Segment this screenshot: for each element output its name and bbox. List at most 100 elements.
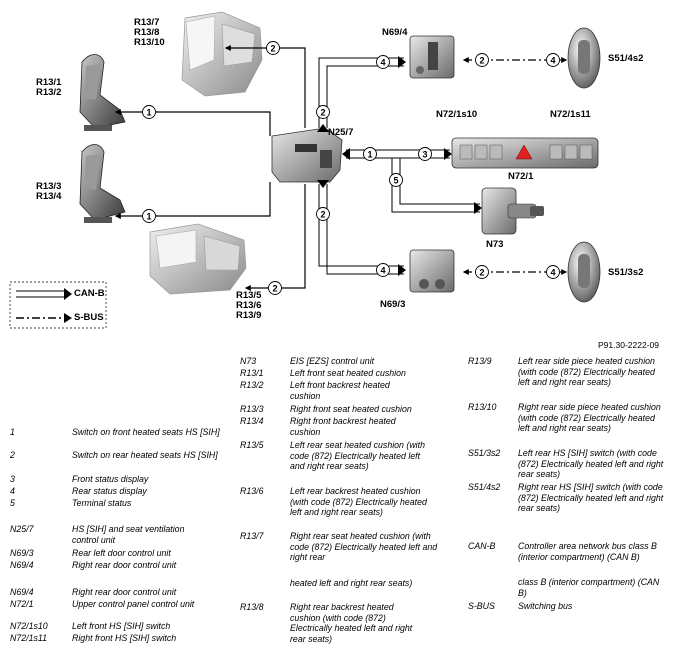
circle-num: 2 [479,56,484,66]
circle-num: 2 [320,210,325,220]
circle-num: 4 [380,266,385,276]
legend-desc: Left rear side piece heated cushion (wit… [518,356,655,387]
circle-num: 5 [393,176,398,186]
legend-key: N72/1s11 [10,633,48,643]
front-seat-top-image [79,54,126,131]
legend-desc: Right rear seat heated cushion (with cod… [290,531,438,562]
legend-key: N69/4 [10,560,34,570]
circle-num: 1 [146,108,151,118]
legend-key: S51/3s2 [468,448,501,458]
label-n25-7: N25/7 [328,127,354,138]
legend-key: R13/7 [240,531,264,541]
circle-num: 3 [422,150,427,160]
circle-num: 2 [272,284,277,294]
legend-desc: Upper control panel control unit [72,599,195,609]
legend-desc: Rear status display [72,486,147,496]
legend-desc: Right front seat heated cushion [290,404,412,414]
n69-4-door-unit-image [409,35,455,79]
figure-reference: P91.30-2222-09 [598,340,659,350]
circle-num: 1 [367,150,372,160]
rear-seat-bottom-image [149,223,247,295]
legend-desc: Left front seat heated cushion [290,368,406,378]
legend-key: N69/4 [10,587,34,597]
wiring-diagram: 2 1 1 2 4 2 2 4 1 3 5 2 4 2 4 [9,11,601,329]
label-n72-1s11: N72/1s11 [550,109,591,120]
legend-key: R13/10 [468,402,497,412]
legend-desc: Front status display [72,474,149,484]
legend-key: R13/6 [240,486,264,496]
legend-desc: HS [SIH] and seat ventilation control un… [72,524,185,545]
circle-num: 2 [270,44,275,54]
legend-desc: EIS [EZS] control unit [290,356,375,366]
legend-desc: heated left and right rear seats) [290,578,413,588]
legend-desc: Left front HS [SIH] switch [72,621,171,631]
label-n72-1: N72/1 [508,171,534,182]
label-n69-3: N69/3 [380,299,406,310]
n72-1-upper-control-panel-image [451,137,599,169]
legend-key: N73 [240,356,257,366]
legend-key: R13/4 [240,416,264,426]
circle-num: 4 [550,56,555,66]
legend-desc: Left rear HS [SIH] switch (with code (87… [518,448,664,479]
n25-7-control-unit-image [271,127,343,183]
legend-key: 3 [10,474,15,484]
wiring-lines [114,45,306,291]
label-r13-5-6-9: R13/5 R13/6 R13/9 [236,290,262,321]
circle-num: 4 [550,268,555,278]
legend-key: 1 [10,427,15,437]
legend-desc: Right front backrest heated cushion [290,416,396,437]
s51-3s2-switch-image [567,241,601,303]
legend-key: R13/5 [240,440,264,450]
legend-desc: Right front HS [SIH] switch [72,633,177,643]
legend-key: R13/3 [240,404,264,414]
legend-desc: Terminal status [72,498,132,508]
legend-key: S-BUS [468,601,495,611]
rear-seat-top-image [181,11,263,97]
legend-desc: Switching bus [518,601,573,611]
legend-can-b: CAN-B [74,288,105,299]
legend-key: R13/1 [240,368,264,378]
label-s51-3s2: S51/3s2 [608,267,644,278]
legend-key: N72/1s10 [10,621,48,631]
circle-num: 1 [146,212,151,222]
legend-key: R13/2 [240,380,264,390]
legend-desc: Left rear backrest heated cushion (with … [290,486,427,517]
legend-desc: Switch on rear heated seats HS [SIH] [72,450,218,460]
circle-num: 4 [380,58,385,68]
label-n73: N73 [486,239,504,250]
legend-desc: Controller area network bus class B (int… [518,541,657,562]
legend-desc: class B (interior compartment) (CAN B) [518,577,660,598]
front-seat-bottom-image [79,144,126,223]
legend-key: N69/3 [10,548,34,558]
number-circles [142,41,560,295]
label-r13-3-4: R13/3 R13/4 [36,181,62,202]
legend-graphics [9,281,107,329]
legend-desc: Right rear side piece heated cushion (wi… [518,402,661,433]
n73-eis-control-unit-image [481,187,544,235]
legend-desc: Left rear seat heated cushion (with code… [290,440,425,471]
legend-key: 2 [10,450,15,460]
legend-key: S51/4s2 [468,482,501,492]
n69-3-door-unit-image [409,249,455,293]
legend-desc: Left front backrest heated cushion [290,380,390,401]
legend-desc: Right rear door control unit [72,587,177,597]
legend-desc: Right rear door control unit [72,560,177,570]
s51-4s2-switch-image [567,27,601,89]
label-r13-7-8-10: R13/7 R13/8 R13/10 [134,17,165,48]
legend-desc: Rear left door control unit [72,548,171,558]
legend-key: N72/1 [10,599,34,609]
legend-desc: Switch on front heated seats HS [SIH] [72,427,220,437]
legend-desc: Right rear backrest heated cushion (with… [290,602,413,644]
label-r13-1-2: R13/1 R13/2 [36,77,62,98]
legend-key: R13/9 [468,356,492,366]
label-n72-1s10: N72/1s10 [436,109,478,120]
legend-s-bus: S-BUS [74,312,104,323]
legend-desc: Right rear HS [SIH] switch (with code (8… [518,482,664,513]
legend-key: R13/8 [240,602,264,612]
legend-key: CAN-B [468,541,496,551]
label-s51-4s2: S51/4s2 [608,53,644,64]
circle-num: 2 [479,268,484,278]
legend-key: 5 [10,498,15,508]
legend-key: 4 [10,486,15,496]
